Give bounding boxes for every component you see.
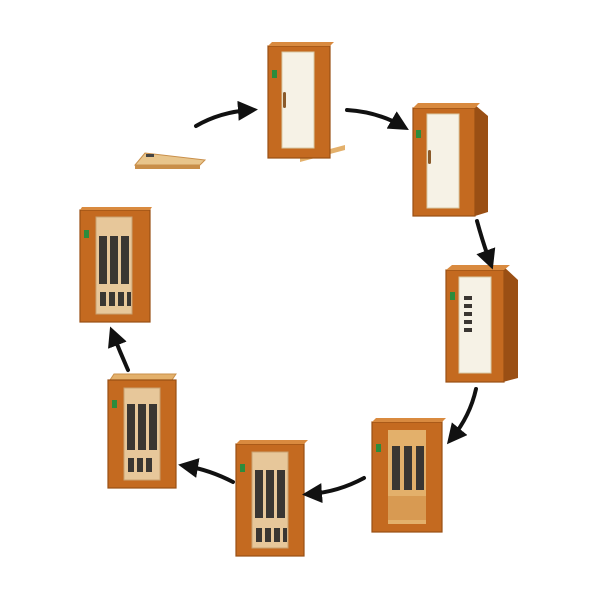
arrow-5-to-6	[302, 476, 366, 504]
arrow-4-to-5	[446, 387, 478, 445]
arrow-7-to-8	[108, 326, 130, 372]
step-3-second-side-panel	[412, 103, 488, 217]
step-5-interior-heaters	[371, 418, 446, 533]
step-7-roof-panel	[107, 373, 177, 489]
step-8-finished-sauna	[79, 207, 152, 323]
arrow-2-to-3	[345, 108, 409, 131]
step-1-floor-base	[133, 152, 207, 169]
arrow-1-to-2	[194, 100, 258, 128]
arrow-3-to-4	[475, 219, 496, 270]
step-2-panel-with-door	[267, 42, 345, 162]
arrow-6-to-7	[178, 458, 235, 484]
step-4-open-frame	[445, 265, 518, 383]
step-6-front-installed	[235, 440, 308, 557]
